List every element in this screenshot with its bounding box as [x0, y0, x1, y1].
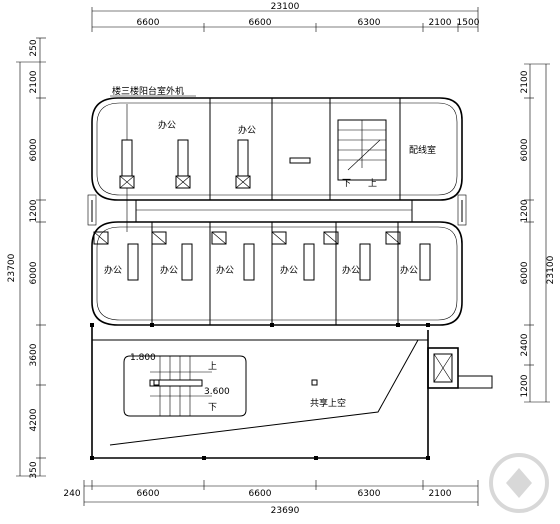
bottom-dim-segment: 240 — [63, 489, 80, 499]
atrium-label: 共享上空 — [310, 397, 346, 409]
right-dim-segment: 1200 — [520, 374, 530, 397]
office-label: 办公 — [280, 264, 298, 276]
bottom-dim-segment: 6600 — [137, 489, 160, 499]
left-dim-segment: 4200 — [29, 408, 39, 431]
lower-ac-units — [93, 231, 431, 281]
building-outline — [87, 97, 467, 459]
office-label: 办公 — [238, 124, 256, 136]
left-dim-total: 23700 — [7, 253, 17, 282]
logo-watermark-icon — [489, 453, 549, 513]
atrium-void: 共享上空 — [153, 379, 346, 409]
right-dim-total: 23100 — [546, 255, 556, 284]
top-dim-segment: 6600 — [137, 18, 160, 28]
right-dim-segment: 1200 — [520, 199, 530, 222]
upper-ac-units — [119, 104, 251, 232]
right-dim-segment: 6000 — [520, 138, 530, 161]
right-dim-segment: 2100 — [520, 70, 530, 93]
upper-rooms: 楼三楼阳台室外机 办公 办公 配线室 下 上 — [110, 85, 436, 222]
office-label: 办公 — [216, 264, 234, 276]
left-dimension-chain: 23700 250 2100 6000 1200 6000 3600 4200 … — [7, 37, 46, 479]
bottom-dim-segment: 6600 — [249, 489, 272, 499]
top-dim-segment: 1500 — [457, 18, 480, 28]
stair-down-label: 下 — [342, 179, 351, 189]
bottom-dim-total: 23690 — [271, 506, 300, 516]
outdoor-units-label: 楼三楼阳台室外机 — [112, 85, 184, 97]
right-dim-segment: 2400 — [520, 333, 530, 356]
office-label: 办公 — [342, 264, 360, 276]
stair-down-label: 下 — [208, 403, 217, 413]
lower-rooms: 办公 办公 办公 办公 办公 办公 — [104, 222, 418, 325]
right-dim-segment: 6000 — [520, 261, 530, 284]
top-dim-segment: 2100 — [429, 18, 452, 28]
left-dim-segment: 350 — [29, 461, 39, 478]
bottom-dimension-chain: 240 6600 6600 6300 2100 23690 — [63, 480, 479, 516]
level-high-label: 3.600 — [204, 387, 230, 397]
bottom-dim-segment: 6300 — [358, 489, 381, 499]
top-dim-segment: 6600 — [249, 18, 272, 28]
top-dim-total: 23100 — [271, 2, 300, 12]
left-dim-segment: 6000 — [29, 138, 39, 161]
right-dimension-chain: 2100 6000 1200 6000 2400 1200 23100 — [520, 63, 556, 403]
left-dim-segment: 250 — [29, 39, 39, 56]
elevator-shaft — [427, 347, 493, 389]
atrium-stair: 1.800 3.600 上 下 — [123, 353, 247, 417]
structural-columns — [90, 323, 430, 460]
office-label: 办公 — [158, 119, 176, 131]
distribution-room-label: 配线室 — [409, 144, 436, 156]
office-label: 办公 — [104, 264, 122, 276]
left-dim-segment: 1200 — [29, 199, 39, 222]
office-label: 办公 — [160, 264, 178, 276]
top-dimension-chain: 23100 6600 6600 6300 2100 1500 — [91, 2, 480, 32]
level-low-label: 1.800 — [130, 353, 156, 363]
left-dim-segment: 2100 — [29, 70, 39, 93]
top-dim-segment: 6300 — [358, 18, 381, 28]
stair-up-label: 上 — [208, 361, 217, 372]
office-label: 办公 — [400, 264, 418, 276]
left-dim-segment: 6000 — [29, 261, 39, 284]
left-dim-segment: 3600 — [29, 343, 39, 366]
bottom-dim-segment: 2100 — [429, 489, 452, 499]
stair-up-label: 上 — [368, 178, 377, 189]
